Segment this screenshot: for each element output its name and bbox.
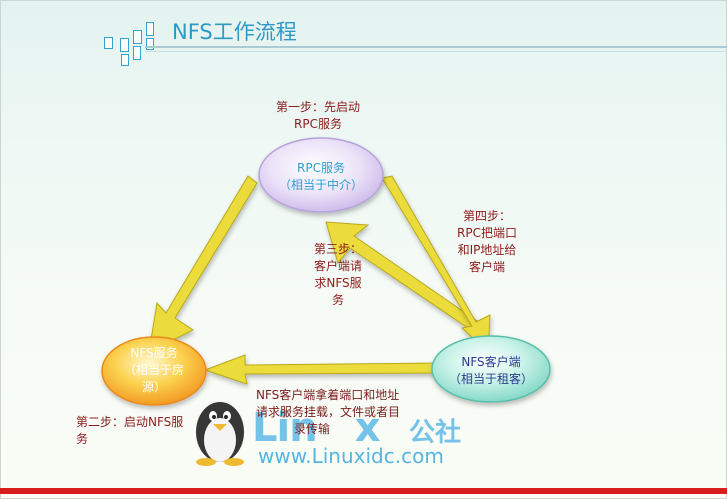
title-underline-thin [145, 51, 727, 52]
step1-line2: RPC服务 [294, 117, 342, 131]
step3-line2: 客户端请 [313, 259, 362, 273]
rpc-node-label: RPC服务 （相当于中介） [259, 160, 383, 194]
step5-line2: 请求服务挂载，文件或者目 [256, 405, 401, 419]
watermark-url: www.Linuxidc.com [258, 444, 444, 468]
step3-line3: 求NFS服 [314, 276, 362, 290]
nfs-server-node-line3: 源） [141, 380, 166, 394]
nfs-client-node [431, 335, 551, 403]
nfs-client-node-line1: NFS客户端 [461, 355, 521, 369]
step4-line2: RPC把端口 [457, 226, 517, 240]
slide-title: NFS工作流程 [172, 20, 297, 44]
watermark-brand-right: x [354, 405, 381, 451]
nfs-server-node-label: NFS服务 （相当于房 源） [102, 345, 206, 396]
arrow-rpc-to-client [381, 175, 491, 354]
step1-label: 第一步：先启动 RPC服务 [258, 99, 378, 133]
linux-penguin-icon [196, 402, 244, 466]
nfs-server-node [101, 336, 207, 406]
step2-line2: 务 [76, 432, 89, 446]
title-underline [145, 46, 727, 48]
rpc-node [258, 137, 384, 213]
step3-label: 第三步： 客户端请 求NFS服 务 [298, 241, 378, 309]
watermark-brand-left: Lin [252, 405, 318, 451]
nfs-server-node-line1: NFS服务 [130, 346, 178, 360]
rpc-node-line2: （相当于中介） [278, 178, 363, 192]
arrow-client-to-nfs-server [203, 354, 441, 385]
step2-label: 第二步：启动NFS服 务 [76, 414, 216, 448]
bottom-red-bar [0, 488, 727, 494]
step4-line1: 第四步： [462, 209, 511, 223]
step4-line4: 客户端 [468, 260, 505, 274]
step4-line3: 和IP地址给 [457, 243, 517, 257]
step1-line1: 第一步：先启动 [275, 100, 360, 114]
step5-line3: 录传输 [294, 422, 331, 436]
arrow-rpc-to-nfs-server [148, 175, 258, 353]
step4-label: 第四步： RPC把端口 和IP地址给 客户端 [447, 208, 527, 276]
nfs-server-node-line2: （相当于房 [123, 363, 184, 377]
step3-line4: 务 [331, 293, 344, 307]
watermark-brand-cn: 公社 [409, 418, 462, 448]
nfs-client-node-line2: （相当于租客） [448, 372, 533, 386]
step5-line1: NFS客户端拿着端口和地址 [256, 388, 400, 402]
rpc-node-line1: RPC服务 [297, 161, 345, 175]
arrow-client-to-rpc [325, 221, 481, 333]
step5-label: NFS客户端拿着端口和地址 请求服务挂载，文件或者目 录传输 [256, 387, 442, 438]
step3-line1: 第三步： [313, 242, 362, 256]
step2-line1: 第二步：启动NFS服 [76, 415, 184, 429]
nfs-client-node-label: NFS客户端 （相当于租客） [432, 354, 550, 388]
